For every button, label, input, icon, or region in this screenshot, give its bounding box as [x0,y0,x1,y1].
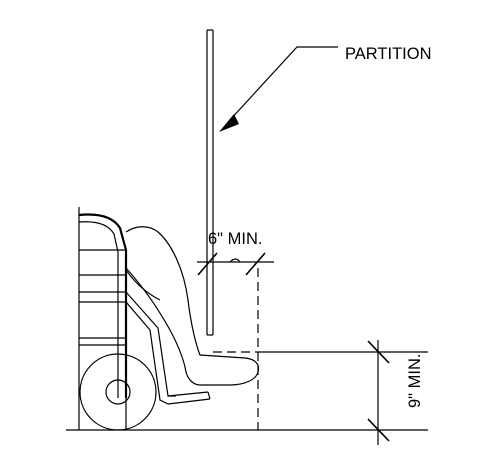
partition-leader [219,46,338,132]
partition [206,29,214,336]
occupant-leg [125,226,260,386]
toe-clearance-dimension [197,252,274,276]
toe-clearance-label: 6" MIN. [208,230,262,248]
wheelchair [78,213,211,431]
partition-label: PARTITION [345,45,431,63]
toe-height-label: 9" MIN. [406,354,424,408]
toe-height-dimension [258,340,428,445]
toe-clearance-zone [213,268,259,430]
